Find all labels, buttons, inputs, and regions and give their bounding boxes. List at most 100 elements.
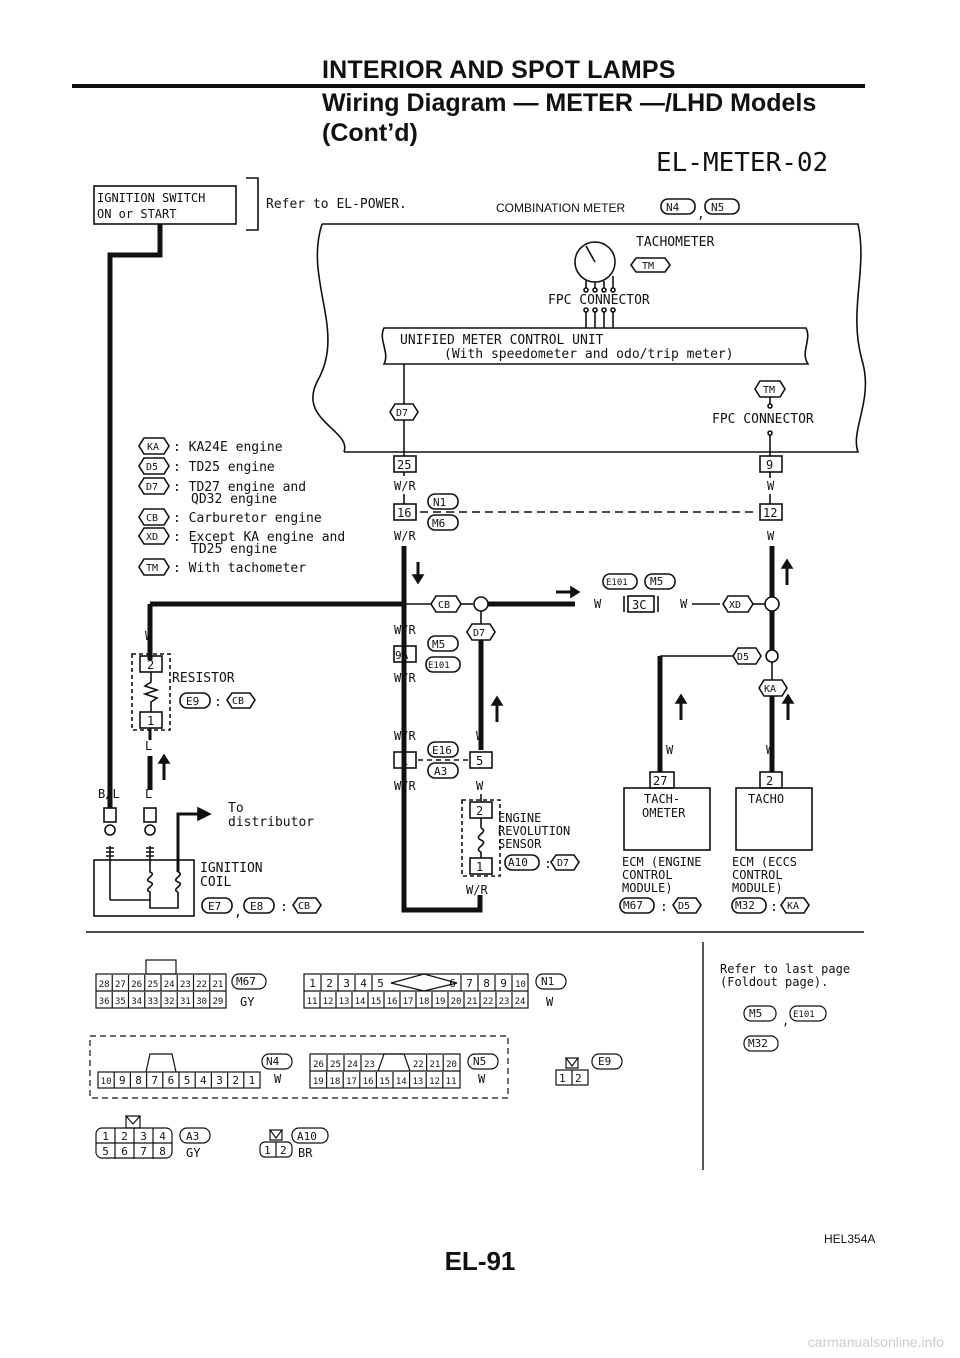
cavity-number: 28	[99, 980, 110, 990]
cavity-number: 26	[131, 980, 142, 990]
comma-coil: ,	[234, 905, 242, 920]
legend-text-2: TD25 engine	[191, 542, 277, 557]
fpc-connector-right: FPC CONNECTOR	[712, 412, 814, 427]
e9-pin: 1	[559, 1072, 566, 1085]
ecm-eccs-line3: MODULE)	[732, 881, 783, 895]
tacho-label: TACHO	[748, 792, 784, 806]
ignition-switch-line2: ON or START	[97, 207, 176, 221]
m6-tag: M6	[432, 517, 445, 530]
m67-color: GY	[240, 995, 255, 1009]
comma-sep: ,	[697, 207, 705, 222]
wire-w-5-bot: W	[476, 779, 484, 793]
cavity-number: 13	[412, 1077, 423, 1087]
legend-d5: D5 : TD25 engine	[138, 457, 275, 475]
cb-tag-resistor: CB	[232, 696, 244, 707]
pin-3c: 3C	[632, 598, 646, 612]
cavity-number: 21	[429, 1060, 440, 1070]
cavity-number: 14	[355, 997, 366, 1007]
cavity-number: 7	[466, 977, 473, 990]
legend-text: : Except KA engine and	[173, 530, 345, 545]
cavity-number: 7	[151, 1074, 158, 1087]
ignition-switch-line1: IGNITION SWITCH	[97, 191, 205, 205]
e9-conn-tag: E9	[598, 1055, 611, 1068]
pin-27: 27	[653, 774, 667, 788]
cavity-number: 30	[196, 997, 207, 1007]
m32-refer-tag: M32	[748, 1037, 768, 1050]
a10-pin: 2	[280, 1144, 287, 1157]
resistor-label: RESISTOR	[172, 671, 235, 686]
cavity-number: 5	[102, 1145, 109, 1158]
cavity-number: 8	[159, 1145, 166, 1158]
n1-conn-tag: N1	[541, 975, 554, 988]
cb-tag-coil: CB	[298, 901, 310, 912]
cavity-number: 11	[307, 997, 318, 1007]
xd-tag: XD	[729, 600, 741, 611]
cavity-number: 6	[449, 977, 456, 990]
colon-3: :	[544, 857, 552, 872]
cavity-number: 36	[99, 997, 110, 1007]
wire-wr-3: W/R	[394, 623, 416, 637]
legend-text: : With tachometer	[173, 561, 306, 576]
cavity-number: 21	[212, 980, 223, 990]
refer-last-line1: Refer to last page	[720, 962, 850, 976]
tachometer-label: TACHOMETER	[636, 235, 714, 250]
colon-5: :	[280, 900, 288, 915]
a10-conn-tag: A10	[297, 1130, 317, 1143]
wire-w-tach: W	[666, 743, 674, 757]
wire-wr-1: W/R	[394, 479, 416, 493]
ers-line2: REVOLUTION	[498, 824, 570, 838]
cavity-number: 22	[483, 997, 494, 1007]
wire-w-3c-l: W	[594, 597, 602, 611]
wire-wr-6: W/R	[394, 779, 416, 793]
cavity-number: 14	[396, 1077, 407, 1087]
cavity-number: 13	[339, 997, 350, 1007]
m5-refer-tag: M5	[749, 1007, 762, 1020]
cavity-number: 18	[419, 997, 430, 1007]
pin-9a: 9A	[395, 649, 409, 662]
n5-conn-tag: N5	[473, 1055, 486, 1068]
wire-wr-5: W/R	[394, 729, 416, 743]
cavity-number: 2	[326, 977, 333, 990]
ecm-engine-line2: CONTROL	[622, 868, 673, 882]
e8-tag: E8	[250, 900, 263, 913]
wire-w-3c-r: W	[680, 597, 688, 611]
wire-w-r2: W	[767, 529, 775, 543]
ecm-engine-line1: ECM (ENGINE	[622, 855, 701, 869]
m67-tag: M67	[623, 899, 643, 912]
d7-tag-sensor: D7	[557, 858, 569, 869]
umcu-line2: (With speedometer and odo/trip meter)	[444, 347, 734, 362]
ecm-eccs-line2: CONTROL	[732, 868, 783, 882]
cavity-number: 5	[184, 1074, 191, 1087]
cavity-number: 1	[309, 977, 316, 990]
pin-2-resistor: 2	[147, 658, 154, 672]
legend-code: D5	[146, 462, 158, 473]
d5-tag-right: D5	[737, 652, 749, 663]
cavity-number: 12	[323, 997, 334, 1007]
to-distributor-line1: To	[228, 801, 244, 816]
tach-ometer-line1: TACH-	[644, 792, 680, 806]
cavity-number: 8	[483, 977, 490, 990]
connector-n5-tag: N5	[711, 201, 724, 214]
cavity-number: 26	[313, 1060, 324, 1070]
cavity-number: 23	[364, 1060, 375, 1070]
wire-bl: B/L	[98, 787, 120, 801]
cavity-number: 16	[387, 997, 398, 1007]
a10-color: BR	[298, 1146, 313, 1160]
cavity-number: 4	[200, 1074, 207, 1087]
e9-tag: E9	[186, 695, 199, 708]
cavity-number: 8	[135, 1074, 142, 1087]
d7-tag-mid: D7	[473, 628, 485, 639]
connector-n4-tag: N4	[666, 201, 680, 214]
cavity-number: 22	[196, 980, 207, 990]
tm-tag-1: TM	[642, 261, 654, 272]
m67-conn-tag: M67	[236, 975, 256, 988]
cavity-number: 20	[451, 997, 462, 1007]
cavity-number: 6	[168, 1074, 175, 1087]
legend-text: : Carburetor engine	[173, 511, 322, 526]
cavity-number: 27	[115, 980, 126, 990]
cavity-number: 6	[121, 1145, 128, 1158]
cavity-number: 2	[121, 1130, 128, 1143]
legend-text: : KA24E engine	[173, 440, 283, 455]
cavity-number: 34	[131, 997, 142, 1007]
ignition-coil-line2: COIL	[200, 875, 231, 890]
